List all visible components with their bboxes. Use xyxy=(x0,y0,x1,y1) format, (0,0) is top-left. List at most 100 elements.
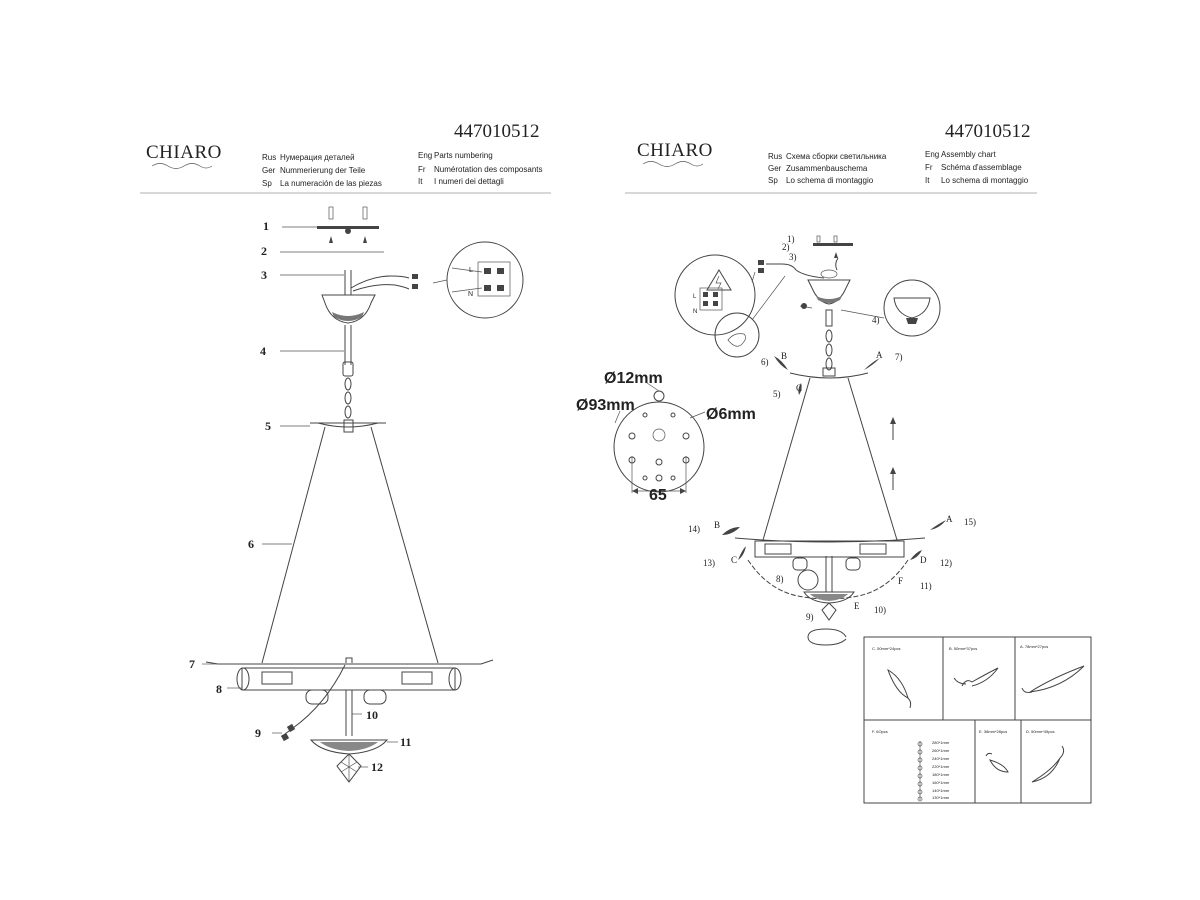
letter-B: B xyxy=(714,520,720,530)
leaf-crystal-icon xyxy=(887,668,912,709)
dim-screw-6mm: Ø6mm xyxy=(706,406,756,423)
title-text: Numérotation des composants xyxy=(434,165,543,174)
chain-length: 160*1mm xyxy=(932,780,950,785)
callout-1: 1 xyxy=(263,219,269,233)
part-label-A: A. 78mm*27pcs xyxy=(1020,644,1048,649)
title-text: La numeración de las piezas xyxy=(280,179,382,188)
dim-plate-93mm: Ø93mm xyxy=(576,397,635,414)
wire-label-N: N xyxy=(693,309,697,315)
title-text: Assembly chart xyxy=(941,150,996,159)
callout-9: 9) xyxy=(806,612,814,622)
parts-table: C. 50mm*24pcs B. 50mm*37pcs A. 78mm*27pc… xyxy=(863,636,1092,804)
title-text: Lo schema di montaggio xyxy=(941,176,1029,185)
title-lang: Fr xyxy=(925,163,933,172)
title-lang: Ger xyxy=(768,164,782,173)
letter-F: F xyxy=(898,576,903,586)
callout-1: 1) xyxy=(787,234,795,244)
callout-11: 11 xyxy=(400,735,411,749)
callout-8: 8 xyxy=(216,682,222,696)
callout-10: 10 xyxy=(366,708,378,722)
title-text: Parts numbering xyxy=(434,151,493,160)
part-label-F: F. 6Opcs xyxy=(872,729,888,734)
callout-15: 15) xyxy=(964,517,976,527)
chain-length: 260*1mm xyxy=(932,748,950,753)
title-lang: Fr xyxy=(418,165,426,174)
dim-hole-12mm: Ø12mm xyxy=(604,370,663,387)
up-arrow-icon xyxy=(890,417,896,440)
title-text: Нумерация деталей xyxy=(280,153,355,162)
right-callouts: 1) 2) 3) 4) 5) 6) 7) 8) 9) 10) 11) 12) 1… xyxy=(688,234,976,622)
leaf-crystal-icon xyxy=(953,667,999,687)
chain-length: 220*1mm xyxy=(932,764,950,769)
chain-length: 180*1mm xyxy=(932,772,950,777)
letter-C: C xyxy=(731,555,737,565)
title-text: Lo schema di montaggio xyxy=(786,176,874,185)
title-lang: Sp xyxy=(768,176,778,185)
callout-6: 6) xyxy=(761,357,769,367)
callout-14: 14) xyxy=(688,524,700,534)
letter-A: A xyxy=(946,514,953,524)
mounting-bar xyxy=(317,226,379,229)
callout-2: 2 xyxy=(261,244,267,258)
letter-E: E xyxy=(854,601,860,611)
title-text: I numeri dei dettagli xyxy=(434,177,504,186)
logo-ornament xyxy=(151,163,213,169)
callout-5: 5 xyxy=(265,419,271,433)
chain-list: 280*1mm 260*1mm 240*1mm 220*1mm 180*1mm … xyxy=(917,740,950,802)
chain-length: 130*1mm xyxy=(932,795,950,800)
wire-label-L: L xyxy=(693,294,697,300)
chain-length: 140*1mm xyxy=(932,788,950,793)
dim-spacing-65: 65 xyxy=(649,487,667,504)
callout-4: 4) xyxy=(872,315,880,325)
part-label-E: E. 38mm*28pcs xyxy=(979,729,1007,734)
assembly-drawing: L N xyxy=(674,235,946,646)
chandelier-drawing: L N xyxy=(205,206,524,783)
left-page: CHIARO 447010512 Rus Нумерация деталей G… xyxy=(140,121,551,783)
callout-6: 6 xyxy=(248,537,254,551)
callout-11: 11) xyxy=(920,581,932,591)
wire-label-L: L xyxy=(469,267,473,274)
title-lang: Eng xyxy=(418,151,432,160)
title-text: Nummerierung der Teile xyxy=(280,166,366,175)
callout-7: 7) xyxy=(895,352,903,362)
part-label-C: C. 50mm*24pcs xyxy=(872,646,900,651)
callout-13: 13) xyxy=(703,558,715,568)
right-page: CHIARO 447010512 Rus Схема сборки светил… xyxy=(576,121,1092,804)
chain-length: 280*1mm xyxy=(932,740,950,745)
leaf-crystal-icon xyxy=(1021,665,1085,693)
letter-A: A xyxy=(876,350,883,360)
left-leaders xyxy=(202,226,398,768)
title-lang: Rus xyxy=(768,152,782,161)
title-text: Zusammenbauschema xyxy=(786,164,868,173)
mounting-plate: Ø12mm Ø93mm Ø6mm 65 xyxy=(576,370,756,504)
title-block: Rus Схема сборки светильника Ger Zusamme… xyxy=(768,150,1029,185)
callout-4: 4 xyxy=(260,344,266,358)
logo-ornament xyxy=(642,161,704,167)
title-block: Rus Нумерация деталей Ger Nummerierung d… xyxy=(262,151,543,188)
product-code: 447010512 xyxy=(945,121,1031,142)
title-lang: Eng xyxy=(925,150,939,159)
callout-12: 12 xyxy=(371,760,383,774)
leaf-crystal-icon xyxy=(1031,745,1065,783)
product-code: 447010512 xyxy=(454,121,540,142)
callout-12: 12) xyxy=(940,558,952,568)
callout-10: 10) xyxy=(874,605,886,615)
brand-logo: CHIARO xyxy=(146,142,222,163)
canopy-detail xyxy=(883,279,941,337)
canopy xyxy=(321,294,376,324)
callout-5: 5) xyxy=(773,389,781,399)
callout-9: 9 xyxy=(255,726,261,740)
install-detail xyxy=(714,312,760,358)
letter-C: C xyxy=(796,383,802,393)
left-callouts: 1 2 3 4 5 6 7 8 9 10 11 12 xyxy=(189,219,411,774)
up-arrow-icon xyxy=(890,467,896,490)
callout-2: 2) xyxy=(782,242,790,252)
wiring-detail xyxy=(446,241,524,319)
ring-clip xyxy=(807,628,847,646)
brand-logo: CHIARO xyxy=(637,140,713,161)
title-lang: It xyxy=(418,177,423,186)
callout-8: 8) xyxy=(776,574,784,584)
title-lang: It xyxy=(925,176,930,185)
title-lang: Ger xyxy=(262,166,276,175)
